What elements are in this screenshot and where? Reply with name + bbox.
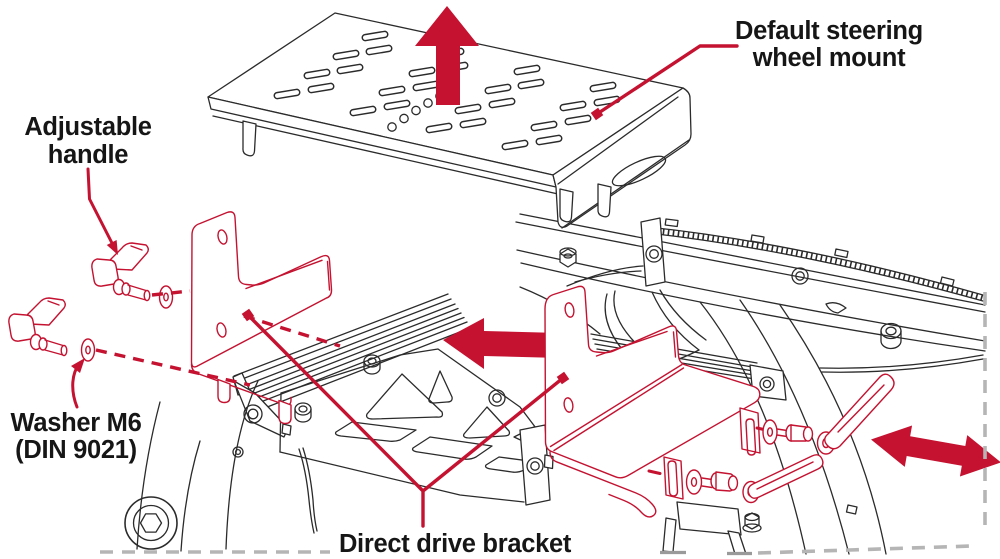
steering-mount-label-line1: Default steering [735, 17, 923, 45]
washer-label-line1: Washer M6 [11, 409, 142, 437]
rear-mount-subframe [662, 501, 762, 555]
adjustable-handle-label-line1: Adjustable [24, 113, 151, 141]
direct-drive-bracket-label: Direct drive bracket [339, 530, 572, 558]
bolt-icon [791, 267, 809, 285]
alignment-dashed-lines [95, 289, 766, 475]
adjustable-handle-label-line2: handle [48, 141, 128, 169]
slide-left-arrow-icon [443, 318, 560, 369]
torx-bolt-icon [526, 457, 544, 475]
direct-drive-bracket-right [544, 285, 761, 518]
hex-nut-icon [559, 247, 577, 268]
torx-bolt-icon [232, 446, 244, 458]
direct-drive-bracket-left [190, 211, 333, 425]
left-cross-rail [232, 293, 471, 438]
label-washer: Washer M6 (DIN 9021) [11, 358, 142, 464]
torx-bolt-icon [759, 376, 775, 392]
label-adjustable-handle: Adjustable handle [24, 113, 152, 255]
slide-double-arrow-icon [871, 425, 1000, 477]
front-left-leg [124, 380, 318, 552]
arrowhead-icon [71, 358, 85, 373]
leader-dot [241, 308, 255, 322]
bolt-icon [645, 245, 663, 263]
standoff-bolt-icon [294, 402, 312, 423]
washer-m6-upper [158, 285, 174, 309]
standoff-bolt-icon [880, 322, 902, 350]
hex-nut-icon [742, 512, 762, 533]
washer-m6-lower [80, 338, 96, 362]
torx-bolt-icon [243, 404, 263, 424]
lift-up-arrow-icon [415, 6, 479, 105]
washer-label-line2: (DIN 9021) [15, 436, 137, 464]
standoff-bolt-icon [363, 354, 381, 375]
hex-socket-bolt-icon [124, 496, 178, 550]
clamp-lever-lower-right [685, 454, 824, 504]
label-steering-mount: Default steering wheel mount [590, 17, 923, 121]
adjustable-handle-lower [8, 297, 68, 357]
bolt-icon [488, 389, 506, 407]
clamp-lever-upper-right [762, 373, 895, 455]
leader-dot [556, 371, 570, 385]
adjustable-handle-upper [91, 242, 151, 302]
leader-dot [590, 107, 604, 121]
curved-side-rails [515, 213, 986, 555]
ventilation-slots [273, 30, 621, 151]
label-direct-drive-bracket: Direct drive bracket [241, 308, 572, 558]
steering-mount-label-line2: wheel mount [752, 44, 906, 72]
cutoff-border [100, 292, 987, 556]
wheel-deck [279, 348, 557, 506]
arrowhead-icon [106, 240, 118, 255]
